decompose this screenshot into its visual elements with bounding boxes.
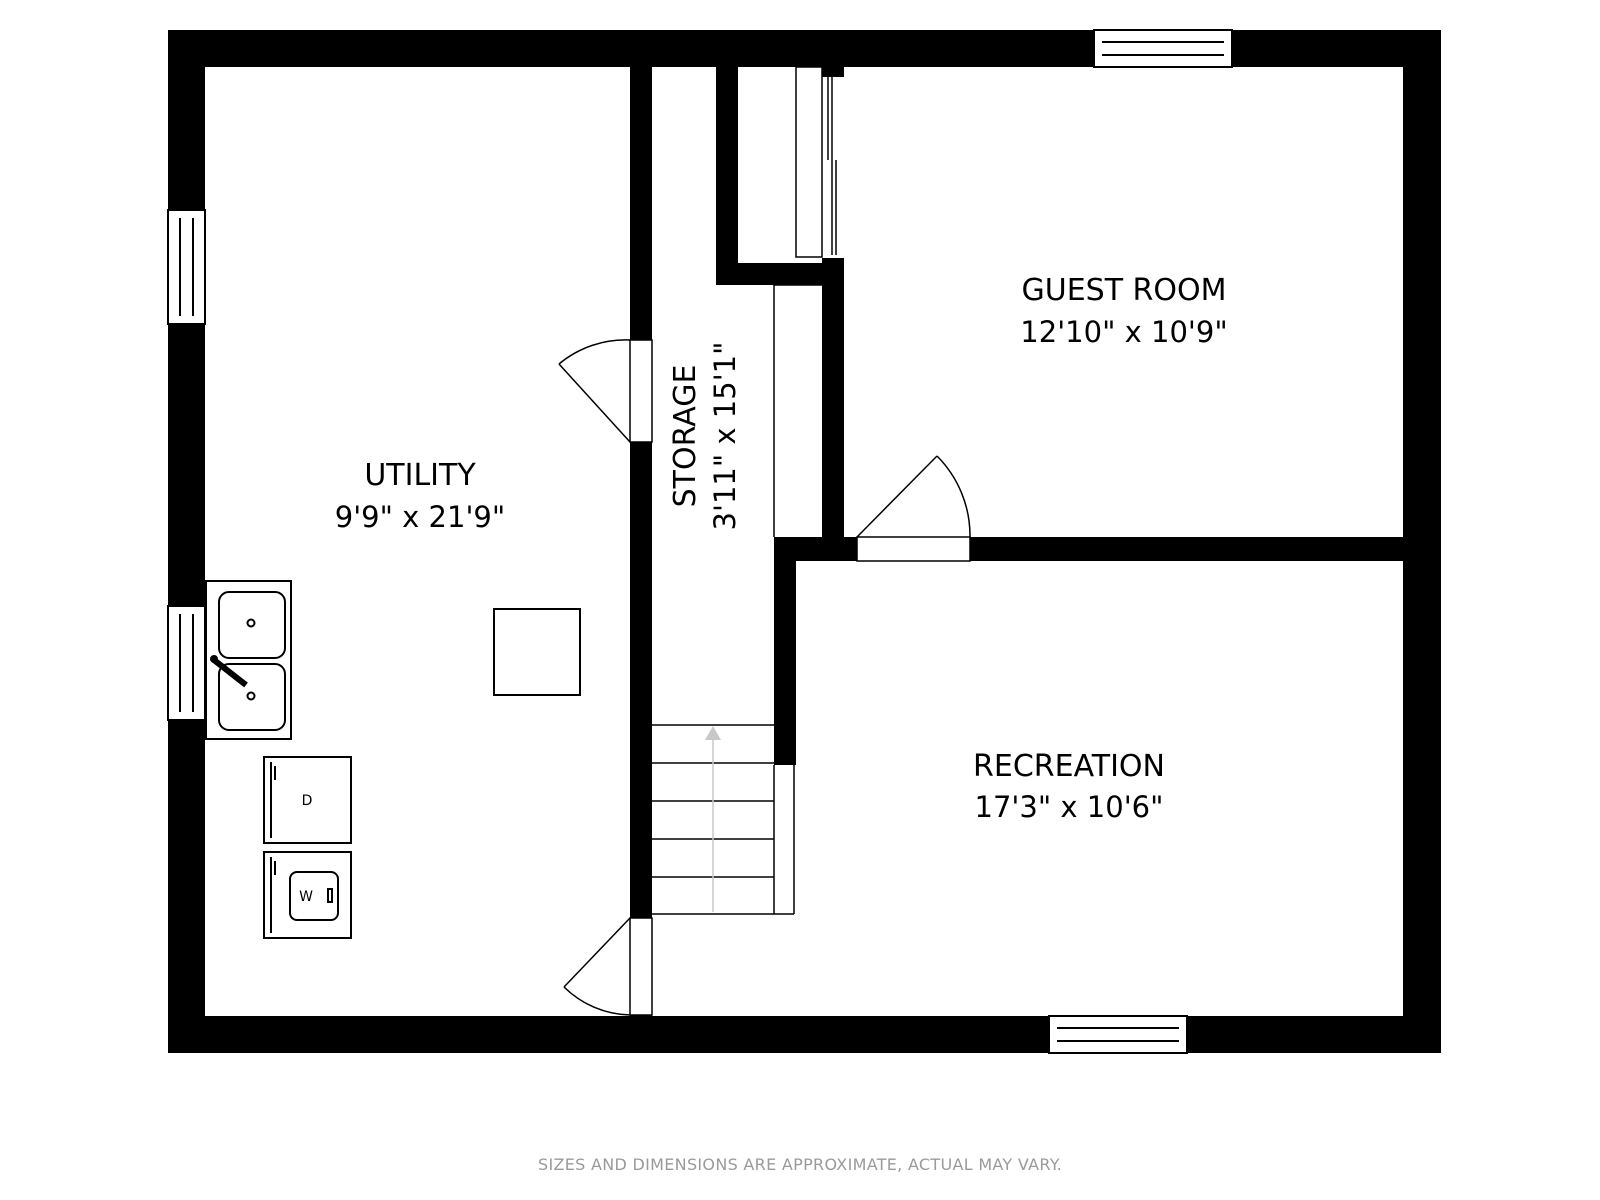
wall-guest-left: [822, 258, 844, 561]
recreation-dims: 17'3" x 10'6": [975, 790, 1164, 824]
windows: [167, 29, 1233, 1054]
wall-utility-storage: [630, 67, 652, 1016]
stairs: [652, 724, 795, 915]
stair-arrow-icon: [705, 726, 721, 740]
door-utility-storage-upper: [558, 339, 653, 443]
dryer-icon: [263, 756, 352, 844]
door-utility-recreation-lower: [563, 917, 653, 1016]
interior-walls: [630, 67, 1403, 1016]
wall-right: [1403, 30, 1441, 1053]
laundry-sink-icon: [205, 580, 292, 740]
utility-dims: 9'9" x 21'9": [335, 500, 505, 534]
room-labels: GUEST ROOM 12'10" x 10'9" UTILITY 9'9" x…: [299, 273, 1228, 905]
storage-name: STORAGE: [668, 365, 703, 508]
guest-room-dims: 12'10" x 10'9": [1020, 315, 1227, 349]
wall-top: [168, 30, 1441, 67]
storage-dims: 3'11" x 15'1": [708, 342, 742, 531]
dryer-label: D: [302, 793, 313, 809]
wall-storage-recreation: [774, 537, 796, 765]
window-left-lower: [167, 605, 206, 721]
storage-partition: [773, 284, 822, 537]
window-left-upper: [167, 209, 206, 325]
disclaimer-text: SIZES AND DIMENSIONS ARE APPROXIMATE, AC…: [538, 1155, 1062, 1174]
utility-fixtures: [205, 580, 581, 939]
water-heater-icon: [493, 608, 581, 696]
guest-room-name: GUEST ROOM: [1021, 273, 1226, 308]
wall-closet-left: [716, 67, 738, 285]
wall-left: [168, 30, 205, 1053]
utility-name: UTILITY: [364, 458, 476, 493]
door-closet-sliding: [795, 66, 837, 258]
window-top: [1093, 29, 1233, 68]
window-bottom: [1048, 1015, 1188, 1054]
recreation-name: RECREATION: [973, 749, 1165, 784]
washer-label: W: [299, 889, 313, 905]
wall-bottom: [168, 1016, 1441, 1053]
wall-closet-bottom: [716, 263, 840, 285]
washer-icon: [263, 851, 352, 939]
doors: [558, 66, 971, 1016]
wall-closet-pillar: [822, 67, 844, 77]
door-guest-room: [856, 455, 971, 562]
